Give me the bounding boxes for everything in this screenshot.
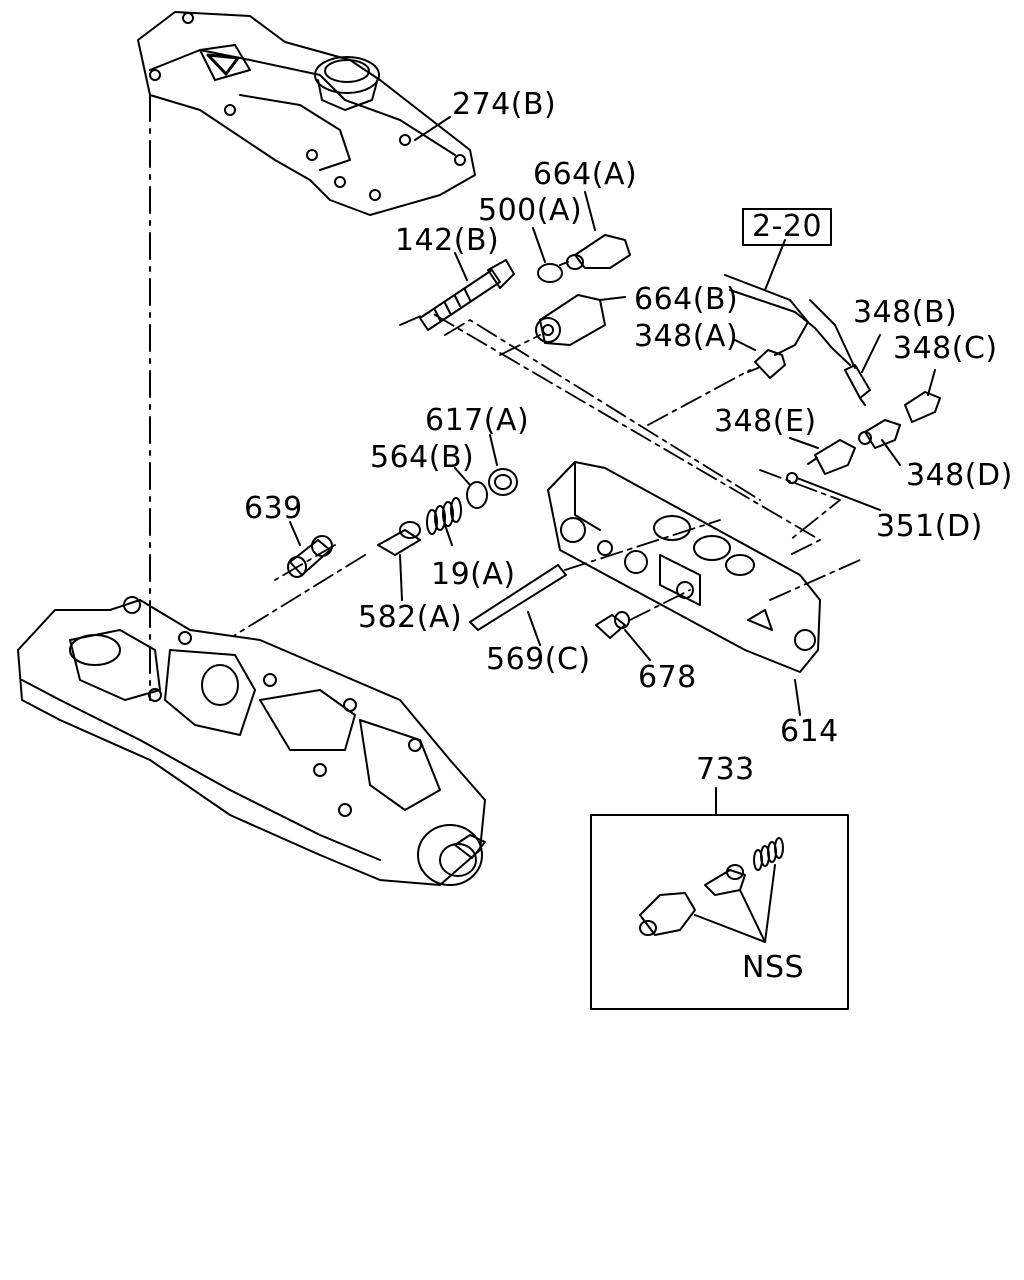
spring-19a [426,497,462,535]
callout-348b: 348(B) [853,295,958,330]
callout-nss: NSS [742,950,805,985]
callout-19a: 19(A) [431,557,516,592]
o-ring-500a [537,263,563,283]
callout-678: 678 [638,660,697,695]
callout-348d: 348(D) [906,458,1013,493]
connector-348e [807,439,856,475]
valve-582a [377,521,421,556]
callout-2-20: 2-20 [742,208,833,246]
callout-733: 733 [696,752,755,787]
callout-351d: 351(D) [876,509,983,544]
kit-box-733 [590,814,849,1010]
callout-348c: 348(C) [893,331,998,366]
kit-parts [639,837,784,943]
connector-348a [747,349,786,379]
upper-cover-274b [137,11,476,216]
bushing-639 [287,535,333,578]
callout-569c: 569(C) [486,642,591,677]
connector-348d [858,419,901,449]
rod-569c [469,564,567,631]
plug-617a [488,468,518,496]
callout-664a: 664(A) [533,157,638,192]
valve-body-614 [547,461,821,673]
callout-664b: 664(B) [634,282,739,317]
callout-142b: 142(B) [395,223,500,258]
callout-274b: 274(B) [452,87,557,122]
callout-348a: 348(A) [634,319,739,354]
callout-639: 639 [244,491,303,526]
screw-678 [595,611,630,639]
assembly-paths [234,311,861,636]
callout-582a: 582(A) [358,600,463,635]
sensor-664a [559,234,631,270]
callout-564b: 564(B) [370,440,475,475]
callout-500a: 500(A) [478,193,583,228]
o-ring-351d [786,472,798,484]
bolt-142b [419,259,515,331]
ring-564b [466,481,488,509]
sensor-664b [535,294,606,346]
connector-348b [844,364,871,406]
lower-housing [17,596,486,886]
harness-2-20 [724,274,856,369]
connector-348c [904,391,941,423]
callout-614: 614 [780,714,839,749]
callout-617a: 617(A) [425,403,530,438]
callout-348e: 348(E) [714,404,817,439]
